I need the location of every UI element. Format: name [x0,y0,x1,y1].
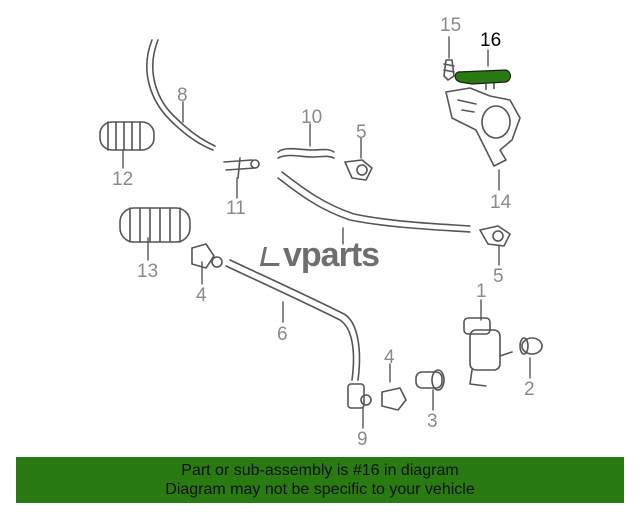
callout-11: 11 [226,198,246,219]
fitting-part-4-left [191,243,223,269]
callout-3: 3 [427,411,438,432]
callout-5-upper: 5 [356,122,367,143]
watermark-text: vparts [283,236,380,274]
clip-part-5-lower [479,225,511,247]
hose-part-6 [225,265,355,381]
leader-lines [122,36,531,429]
info-banner: Part or sub-assembly is #16 in diagram D… [16,457,624,503]
boot-part-12 [99,121,155,151]
callout-4-lower: 4 [384,347,395,368]
banner-line-2: Diagram may not be specific to your vehi… [165,481,475,498]
banner-line-1: Part or sub-assembly is #16 in diagram [181,462,459,479]
connector-part-11 [223,157,260,179]
callout-8: 8 [177,85,188,106]
callout-1: 1 [476,281,487,302]
pump-part-1 [463,317,513,387]
nozzle-part-9 [347,383,372,409]
fitting-part-4-lower [381,387,407,411]
callout-14: 14 [490,192,512,213]
grommet-part-2 [519,337,543,355]
callout-13: 13 [137,261,159,282]
hose-part-8 [146,39,214,151]
callout-5-lower: 5 [493,266,504,287]
bellows-part-13 [119,207,191,243]
cap-part-16-highlighted [454,69,512,90]
screw-part-15 [443,59,455,81]
reservoir-part-14 [445,87,521,167]
parts-diagram [99,36,543,429]
callout-4-left: 4 [196,285,207,306]
vparts-logo-icon [259,247,284,266]
grommet-part-3 [415,369,445,391]
callout-16: 16 [480,30,502,51]
callout-12: 12 [112,169,134,190]
clip-part-5-upper [344,159,373,181]
vparts-watermark: vparts [259,236,380,275]
callout-15: 15 [440,15,462,36]
tube-part-10 [277,147,335,153]
callout-9: 9 [357,429,368,450]
long-hose [277,177,471,233]
callout-10: 10 [301,107,323,128]
callout-6: 6 [277,324,288,345]
callout-2: 2 [524,379,535,400]
